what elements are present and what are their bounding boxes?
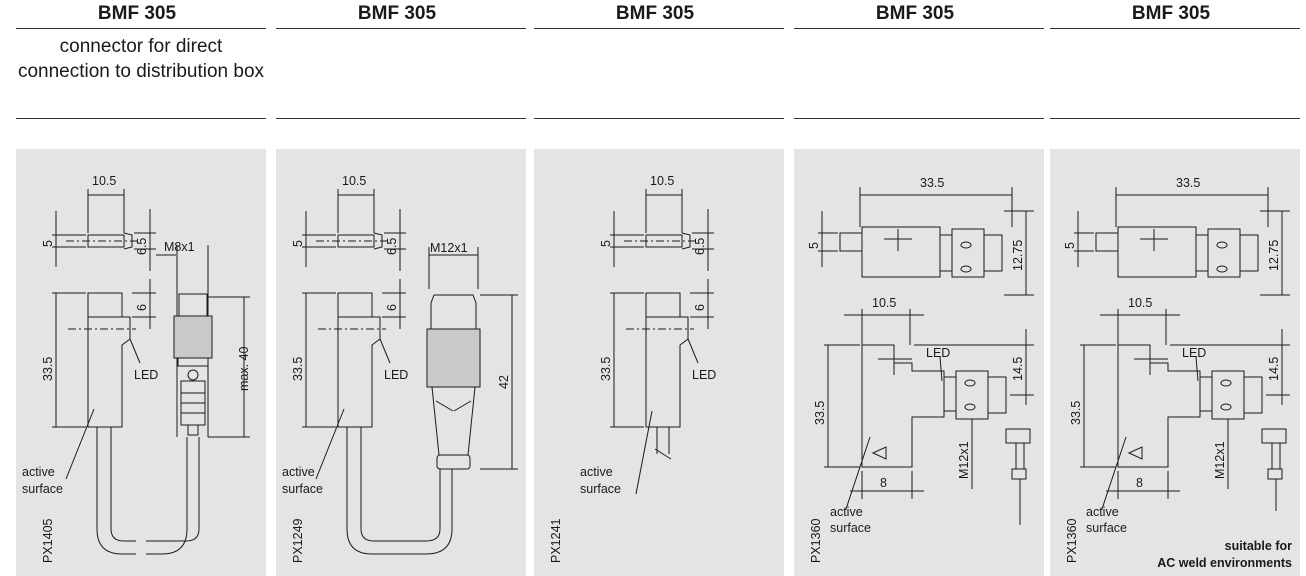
product-column-2: BMF 305 <box>268 0 526 576</box>
product-title: BMF 305 <box>357 3 437 24</box>
surface-label: surface <box>282 482 323 496</box>
dim-thread: M8x1 <box>164 240 195 254</box>
dim-length: max. 40 <box>237 346 251 391</box>
divider <box>276 28 526 29</box>
led-label: LED <box>926 346 950 360</box>
dimension-drawing-panel: 10.5 5 6.5 M12x1 6 33.5 42 LED active su… <box>276 149 526 576</box>
dimension-drawing-panel: 33.5 5 12.75 10.5 LED 14.5 33.5 M12x1 8 … <box>794 149 1044 576</box>
drawing-code: PX1249 <box>291 518 305 563</box>
dim-length: 33.5 <box>920 176 944 190</box>
drawing-code: PX1360 <box>809 518 823 563</box>
dim-body: 33.5 <box>1069 401 1083 425</box>
dim-height: 5 <box>291 240 305 247</box>
led-label: LED <box>134 368 158 382</box>
product-column-1: BMF 305 connector for direct connection … <box>8 0 266 576</box>
dim-width: 10.5 <box>1128 296 1152 310</box>
dim-base: 8 <box>880 476 887 490</box>
divider <box>534 118 784 119</box>
dim-width: 10.5 <box>650 174 674 188</box>
dim-thread: M12x1 <box>430 241 468 255</box>
drawing-code: PX1241 <box>549 518 563 563</box>
dim-depth: 12.75 <box>1267 240 1281 271</box>
weld-environment-note: suitable for AC weld environments <box>1157 538 1292 572</box>
divider <box>534 28 784 29</box>
led-label: LED <box>384 368 408 382</box>
divider <box>794 28 1044 29</box>
surface-label: surface <box>830 521 871 535</box>
surface-label: surface <box>22 482 63 496</box>
dim-body: 33.5 <box>599 357 613 381</box>
dimension-drawing: 10.5 5 6.5 M8x1 6 33.5 max. 40 LED activ… <box>22 174 251 563</box>
dim-width: 10.5 <box>342 174 366 188</box>
led-label: LED <box>692 368 716 382</box>
divider <box>1050 118 1300 119</box>
dim-height: 5 <box>807 242 821 249</box>
dimension-drawing: 33.5 5 12.75 10.5 LED 14.5 33.5 M12x1 8 … <box>807 176 1034 563</box>
dim-height: 5 <box>1063 242 1077 249</box>
dim-depth: 12.75 <box>1011 240 1025 271</box>
active-label: active <box>282 465 315 479</box>
dim-length: 42 <box>497 375 511 389</box>
surface-label: surface <box>1086 521 1127 535</box>
dim-led-offset: 14.5 <box>1011 357 1025 381</box>
dim-height: 5 <box>41 240 55 247</box>
dim-body: 33.5 <box>813 401 827 425</box>
dim-body: 33.5 <box>41 357 55 381</box>
dim-tab: 6 <box>693 304 707 311</box>
active-label: active <box>1086 505 1119 519</box>
dim-tab: 6 <box>385 304 399 311</box>
dim-body: 33.5 <box>291 357 305 381</box>
dimension-drawing-panel: 33.5 5 12.75 10.5 LED 14.5 33.5 M12x1 8 … <box>1050 149 1300 576</box>
product-title: BMF 305 <box>97 3 177 24</box>
divider <box>16 28 266 29</box>
dimension-drawing: 33.5 5 12.75 10.5 LED 14.5 33.5 M12x1 8 … <box>1063 176 1290 563</box>
dimension-drawing-panel: 10.5 5 6.5 M8x1 6 33.5 max. 40 LED activ… <box>16 149 266 576</box>
active-label: active <box>580 465 613 479</box>
product-column-3: BMF 305 <box>526 0 784 576</box>
dim-cap: 6.5 <box>135 238 149 255</box>
dim-width: 10.5 <box>872 296 896 310</box>
drawing-code: PX1405 <box>41 518 55 563</box>
product-title: BMF 305 <box>875 3 955 24</box>
product-description: connector for direct connection to distr… <box>17 36 265 82</box>
product-title: BMF 305 <box>615 3 695 24</box>
surface-label: surface <box>580 482 621 496</box>
note-line-2: AC weld environments <box>1157 556 1292 570</box>
dim-base: 8 <box>1136 476 1143 490</box>
dimension-drawing: 10.5 5 6.5 M12x1 6 33.5 42 LED active su… <box>282 174 518 563</box>
led-label: LED <box>1182 346 1206 360</box>
divider <box>276 118 526 119</box>
divider <box>794 118 1044 119</box>
dim-cap: 6.5 <box>385 238 399 255</box>
dim-tab: 6 <box>135 304 149 311</box>
drawing-code: PX1360 <box>1065 518 1079 563</box>
dim-cap: 6.5 <box>693 238 707 255</box>
dim-led-offset: 14.5 <box>1267 357 1281 381</box>
dim-height: 5 <box>599 240 613 247</box>
divider <box>16 118 266 119</box>
note-line-1: suitable for <box>1224 539 1292 553</box>
dimension-drawing-panel: 10.5 5 6.5 6 33.5 LED active surface PX1… <box>534 149 784 576</box>
dimension-drawing: 10.5 5 6.5 6 33.5 LED active surface PX1… <box>549 174 716 563</box>
active-label: active <box>830 505 863 519</box>
dim-width: 10.5 <box>92 174 116 188</box>
divider <box>1050 28 1300 29</box>
dim-length: 33.5 <box>1176 176 1200 190</box>
dim-thread: M12x1 <box>957 441 971 479</box>
product-title: BMF 305 <box>1131 3 1211 24</box>
product-column-5: BMF 305 <box>1042 0 1300 576</box>
active-label: active <box>22 465 55 479</box>
dim-thread: M12x1 <box>1213 441 1227 479</box>
product-column-4: BMF 305 <box>786 0 1044 576</box>
